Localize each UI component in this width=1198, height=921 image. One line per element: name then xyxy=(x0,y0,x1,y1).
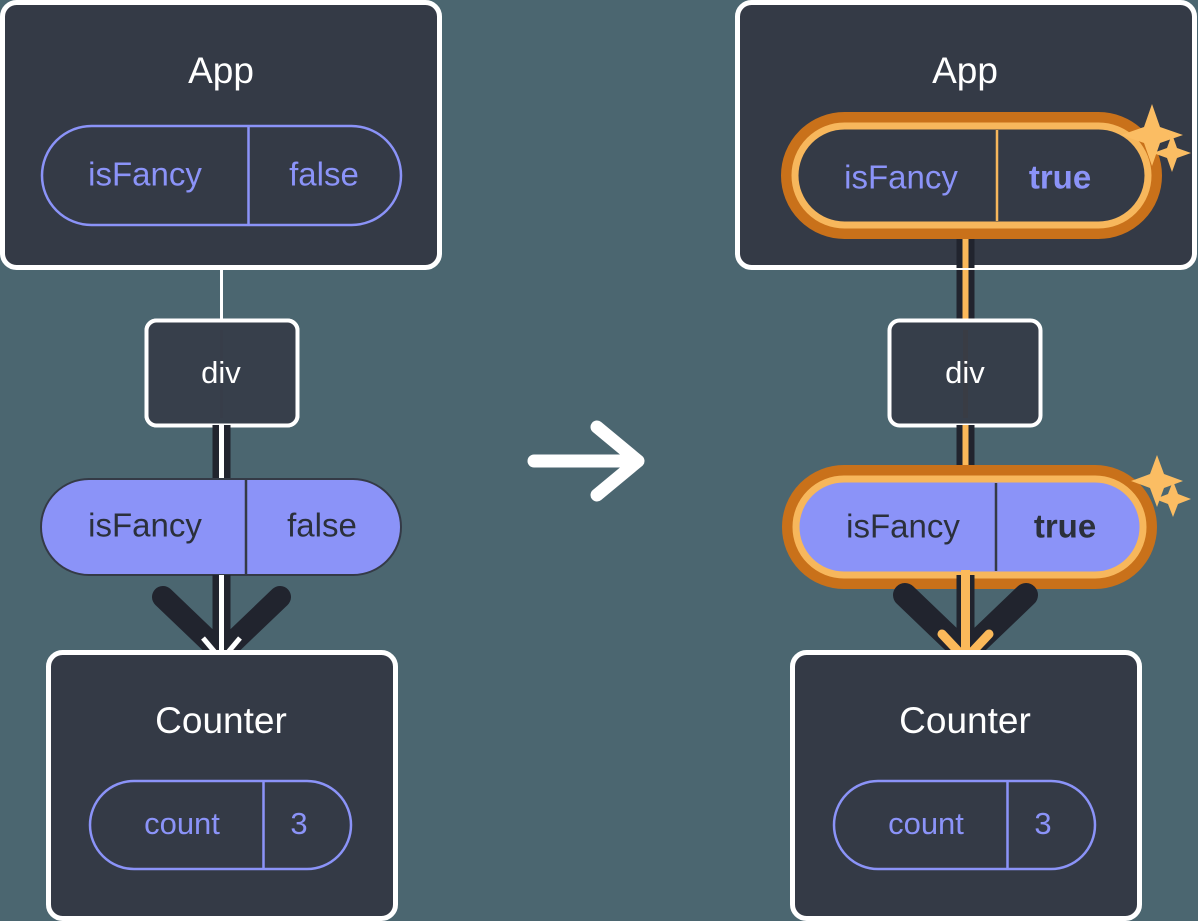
div-node-label-before: div xyxy=(201,355,241,390)
props-pill-after: isFancy true xyxy=(782,465,1157,589)
app-title-before: App xyxy=(188,50,254,91)
pill-value: 3 xyxy=(290,806,307,841)
div-node-label-after: div xyxy=(945,355,985,390)
pill-value: 3 xyxy=(1034,806,1051,841)
pill-key: isFancy xyxy=(88,507,202,544)
pill-key: isFancy xyxy=(846,508,960,545)
pill-highlight-inner xyxy=(791,122,1152,229)
sparkle-small-icon-app xyxy=(1153,134,1191,172)
counter-panel-after xyxy=(790,650,1142,921)
pill-value: true xyxy=(1029,159,1091,196)
pill-outline xyxy=(832,779,1097,871)
pill-outline xyxy=(40,124,403,227)
app-state-pill-before: isFancy false xyxy=(40,124,403,227)
counter-title-before: Counter xyxy=(155,700,287,741)
app-title-after: App xyxy=(932,50,998,91)
counter-title-after: Counter xyxy=(899,700,1031,741)
pill-key: count xyxy=(144,806,220,841)
sparkle-small-icon-props xyxy=(1155,481,1191,517)
app-panel-before xyxy=(0,0,442,270)
sparkle-large-icon-app xyxy=(1121,104,1183,166)
pill-value: true xyxy=(1034,508,1096,545)
sparkle-large-icon-props xyxy=(1131,455,1183,507)
counter-state-pill-before: count 3 xyxy=(88,779,353,871)
props-pill-before: isFancy false xyxy=(40,478,402,576)
pill-value: false xyxy=(289,156,359,193)
div-node-fill-after xyxy=(891,322,1039,424)
counter-panel-before xyxy=(46,650,398,921)
app-state-pill-after: isFancy true xyxy=(781,112,1162,239)
pill-key: isFancy xyxy=(844,159,958,196)
edge-props-to-counter-before xyxy=(152,575,291,664)
counter-state-pill-after: count 3 xyxy=(832,779,1097,871)
before-state-group: App isFancy false div isFancy xyxy=(0,0,442,921)
transition-arrow-icon xyxy=(527,420,645,502)
pill-key: count xyxy=(888,806,964,841)
after-state-group: App isFancy true xyxy=(735,0,1197,921)
div-node-fill-before xyxy=(148,322,296,424)
pill-outline xyxy=(88,779,353,871)
pill-key: isFancy xyxy=(88,156,202,193)
pill-value: false xyxy=(287,507,357,544)
